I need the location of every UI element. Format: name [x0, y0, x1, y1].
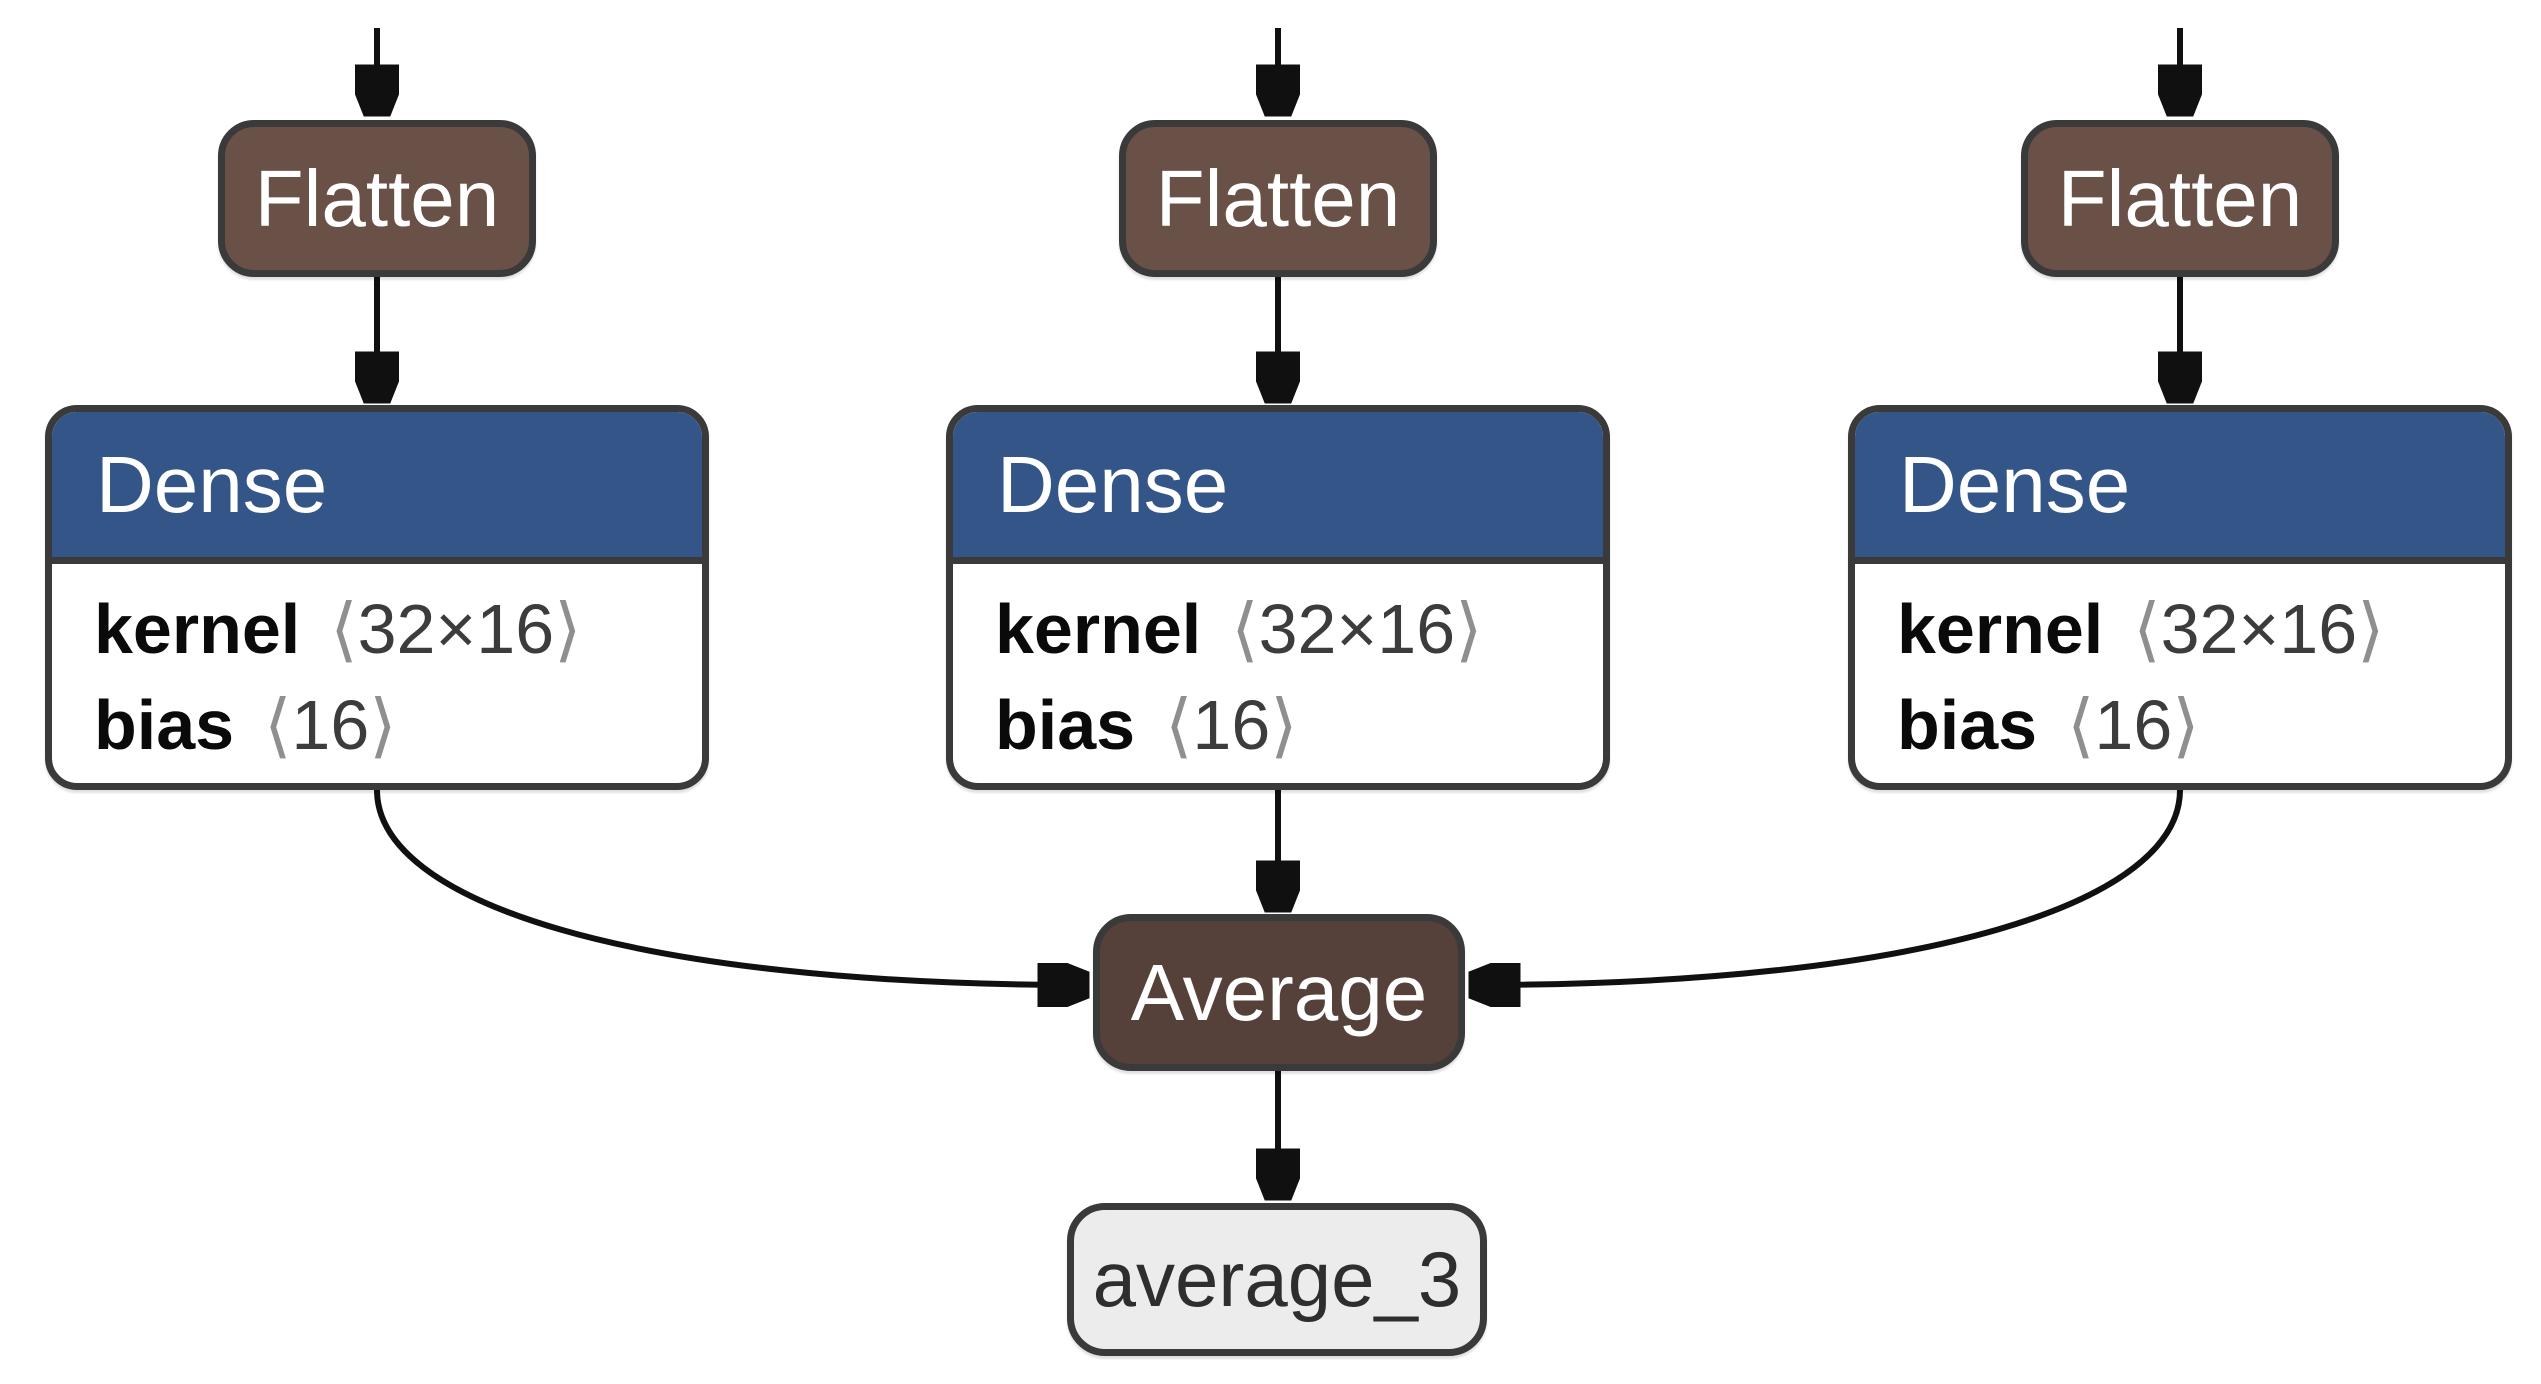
- flatten-node-3[interactable]: Flatten: [2021, 120, 2339, 277]
- param-row-kernel: kernel⟨32×16⟩: [995, 590, 1483, 668]
- flatten-label: Flatten: [254, 153, 500, 243]
- dense-title: Dense: [1899, 439, 2131, 529]
- flatten-label: Flatten: [2057, 153, 2303, 243]
- edge-dense-3-to-average: [1473, 789, 2183, 985]
- flatten-node-2[interactable]: Flatten: [1119, 120, 1437, 277]
- average-label: Average: [1130, 947, 1428, 1037]
- dense-header: Dense: [953, 412, 1603, 564]
- dense-title: Dense: [997, 439, 1229, 529]
- flatten-label: Flatten: [1155, 153, 1401, 243]
- dense-node-2[interactable]: Dense kernel⟨32×16⟩ bias⟨16⟩: [946, 405, 1610, 790]
- param-row-bias: bias⟨16⟩: [995, 686, 1298, 764]
- dense-node-3[interactable]: Dense kernel⟨32×16⟩ bias⟨16⟩: [1848, 405, 2512, 790]
- output-label: average_3: [1092, 1235, 1462, 1323]
- dense-body: kernel⟨32×16⟩ bias⟨16⟩: [953, 564, 1603, 783]
- output-node-average-3[interactable]: average_3: [1067, 1203, 1487, 1356]
- param-row-bias: bias⟨16⟩: [94, 686, 397, 764]
- edge-dense-1-to-average: [374, 789, 1085, 985]
- dense-body: kernel⟨32×16⟩ bias⟨16⟩: [1855, 564, 2505, 783]
- param-row-kernel: kernel⟨32×16⟩: [94, 590, 582, 668]
- dense-node-1[interactable]: Dense kernel⟨32×16⟩ bias⟨16⟩: [45, 405, 709, 790]
- param-row-bias: bias⟨16⟩: [1897, 686, 2200, 764]
- flatten-node-1[interactable]: Flatten: [218, 120, 536, 277]
- dense-title: Dense: [96, 439, 328, 529]
- dense-header: Dense: [1855, 412, 2505, 564]
- average-node[interactable]: Average: [1093, 914, 1465, 1071]
- dense-body: kernel⟨32×16⟩ bias⟨16⟩: [52, 564, 702, 783]
- dense-header: Dense: [52, 412, 702, 564]
- param-row-kernel: kernel⟨32×16⟩: [1897, 590, 2385, 668]
